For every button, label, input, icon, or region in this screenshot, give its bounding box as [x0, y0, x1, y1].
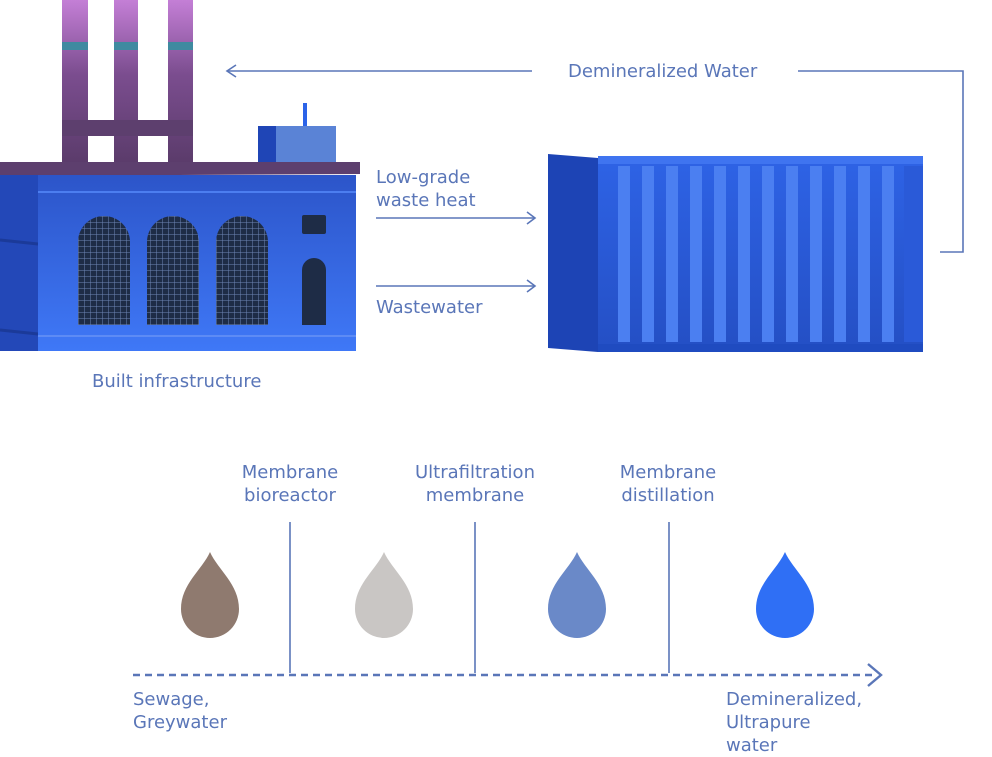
demineralized-water-label: Demineralized Water [568, 61, 758, 82]
waste-heat-label: Low-grade waste heat [376, 166, 476, 212]
stage-label-distillation: Membrane distillation [598, 461, 738, 507]
return-arrow-head [225, 64, 237, 78]
return-loop-line [798, 70, 964, 253]
pure-drop-icon [756, 552, 814, 638]
wastewater-arrow-head [526, 279, 537, 293]
stage-distillation-line2: distillation [621, 485, 715, 506]
treated-drop-icon [548, 552, 606, 638]
output-water-line2: Ultrapure [726, 712, 811, 733]
stage-label-bioreactor: Membrane bioreactor [220, 461, 360, 507]
stage-ultrafiltration-line1: Ultrafiltration [415, 462, 535, 483]
distillation-container [548, 154, 923, 352]
wastewater-label: Wastewater [376, 297, 483, 318]
filtered-drop-icon [355, 552, 413, 638]
stage-bioreactor-line1: Membrane [241, 462, 339, 483]
factory-small-window [302, 215, 326, 234]
stage-bioreactor-line2: bioreactor [244, 485, 336, 506]
stage-ultrafiltration-line2: membrane [425, 485, 525, 506]
waste-heat-line2: waste heat [376, 190, 476, 211]
factory-side [0, 175, 38, 351]
sewage-drop-icon [181, 552, 239, 638]
top-flow-arrows [225, 64, 964, 293]
stage-label-ultrafiltration: Ultrafiltration membrane [395, 461, 555, 507]
rooftop-unit [258, 103, 336, 166]
factory-illustration [0, 0, 360, 351]
factory-roof [0, 162, 360, 176]
input-water-line2: Greywater [133, 712, 227, 733]
factory-door [302, 258, 326, 325]
factory-windows [78, 216, 268, 325]
output-water-line3: water [726, 735, 778, 756]
heat-arrow-head [526, 211, 537, 225]
process-dividers [289, 522, 670, 673]
stage-distillation-line1: Membrane [619, 462, 717, 483]
process-axis-arrowhead [867, 663, 883, 687]
input-water-label: Sewage, Greywater [133, 688, 227, 734]
chimneys [62, 0, 193, 165]
output-water-label: Demineralized, Ultrapure water [726, 688, 862, 757]
factory-caption: Built infrastructure [92, 371, 262, 392]
output-water-line1: Demineralized, [726, 689, 863, 710]
input-water-line1: Sewage, [133, 689, 210, 710]
waste-heat-line1: Low-grade [376, 167, 471, 188]
